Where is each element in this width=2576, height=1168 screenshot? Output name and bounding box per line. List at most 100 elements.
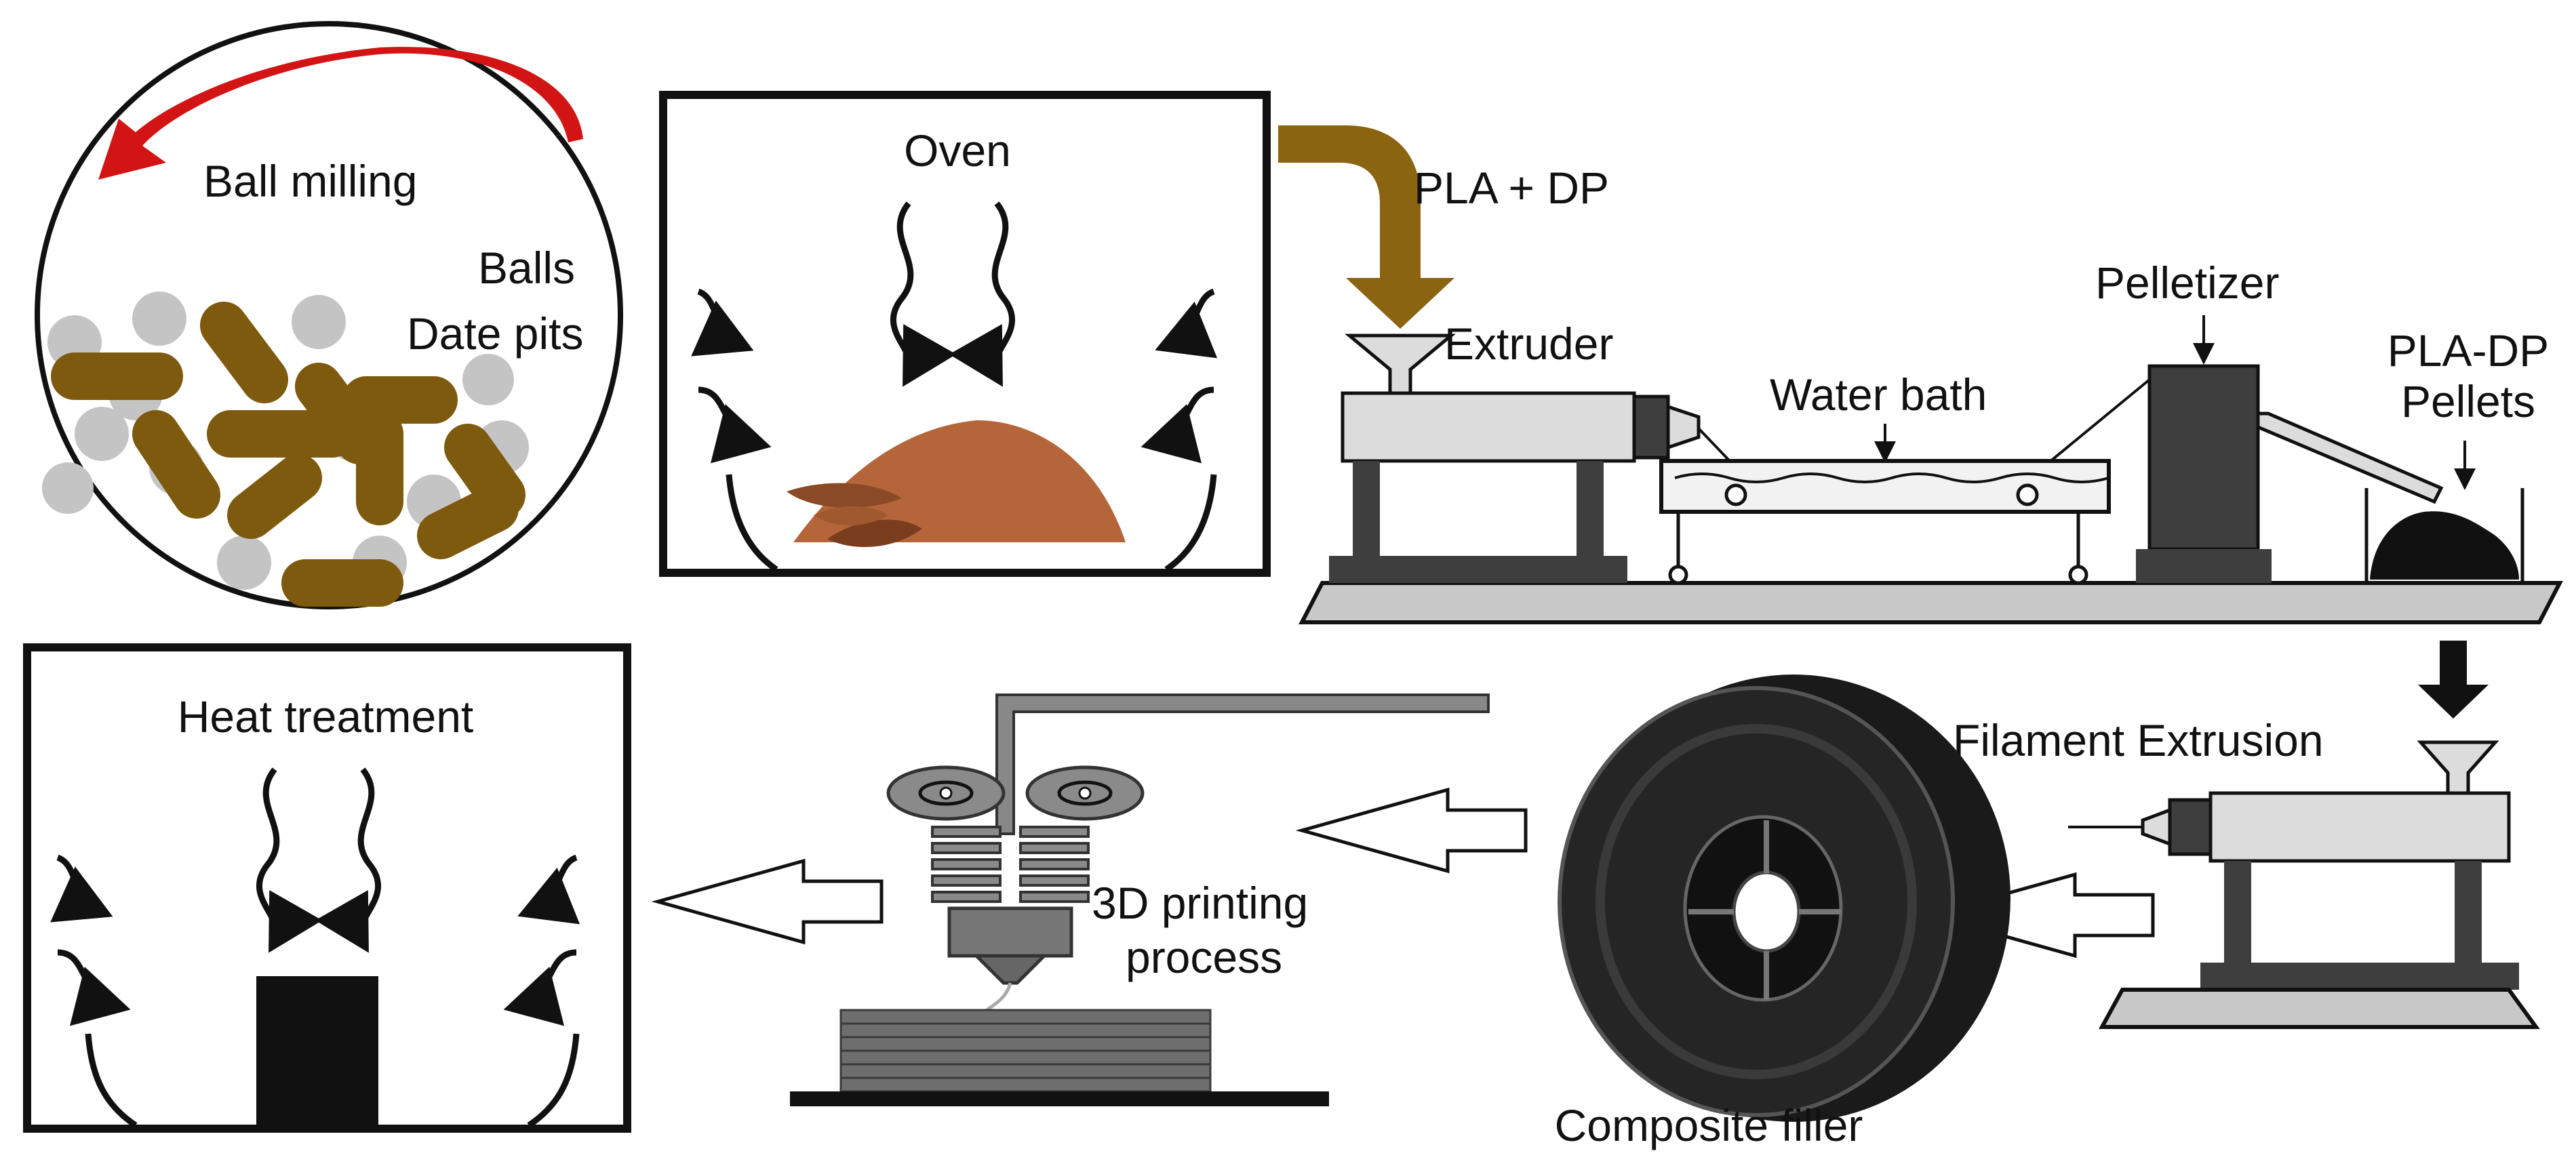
printed-layer bbox=[839, 1036, 1212, 1052]
heat-wave bbox=[949, 201, 1016, 387]
feed-arrow bbox=[1278, 125, 1454, 329]
extruder-die bbox=[1666, 404, 1701, 450]
water-bath-label: Water bath bbox=[1770, 369, 1987, 420]
bath-wheel bbox=[2068, 565, 2088, 585]
machine-base bbox=[1299, 581, 2563, 624]
date-pit bbox=[295, 363, 383, 464]
pellet-chute bbox=[2256, 411, 2444, 504]
date-pit bbox=[227, 454, 322, 539]
printing-label-line1: 3D printing bbox=[1092, 878, 1308, 928]
filament-barrel bbox=[2208, 791, 2511, 863]
extruded-strand bbox=[985, 982, 1012, 1012]
extrusion-line: Extruder Water bath Pelletizer bbox=[1299, 258, 2563, 624]
printed-layer bbox=[839, 1022, 1212, 1039]
printed-layer bbox=[839, 1063, 1212, 1079]
heat-sink-fin bbox=[931, 891, 1002, 903]
heat-wave bbox=[698, 386, 772, 464]
heat-wave bbox=[1141, 386, 1214, 464]
pelletizer bbox=[2136, 315, 2444, 583]
ball bbox=[217, 536, 271, 590]
pelletizer-body bbox=[2147, 364, 2260, 551]
3d-printer bbox=[790, 693, 1490, 1106]
print-bed bbox=[790, 1091, 1329, 1106]
water-surface bbox=[1674, 472, 2109, 483]
date-pit bbox=[200, 302, 288, 403]
ball bbox=[462, 354, 514, 405]
heat-treatment-panel: Heat treatment bbox=[23, 643, 631, 1133]
filament-base bbox=[2098, 988, 2540, 1029]
date-pit bbox=[417, 485, 519, 559]
nozzle bbox=[972, 954, 1049, 985]
extruder-hopper bbox=[1345, 334, 1456, 395]
filament-leg bbox=[2224, 861, 2251, 963]
date-pit bbox=[132, 410, 220, 519]
pellets-label-line1: PLA-DP bbox=[2387, 325, 2549, 376]
heat-wave bbox=[890, 201, 957, 387]
balls-label: Balls bbox=[478, 243, 575, 293]
water-bath-tank bbox=[1659, 459, 2111, 514]
pelletizer-label: Pelletizer bbox=[2095, 258, 2279, 308]
pellet-heap bbox=[2370, 511, 2519, 580]
printed-sample bbox=[256, 976, 378, 1127]
extruder bbox=[1329, 334, 1701, 583]
heat-sink-fin bbox=[931, 842, 1002, 854]
extruder-leg bbox=[1353, 461, 1380, 556]
printed-layer bbox=[839, 1076, 1212, 1093]
seed-piece bbox=[814, 506, 888, 525]
filament-extruder: Filament Extrusion bbox=[1953, 715, 2540, 1029]
ball bbox=[42, 462, 94, 514]
heat-sink-fin bbox=[931, 874, 1002, 887]
seed-piece bbox=[787, 483, 902, 508]
heat-sink-fin bbox=[931, 858, 1002, 870]
oven-panel: Oven bbox=[659, 91, 1271, 577]
gear-rotation-arrow bbox=[1057, 780, 1113, 806]
filament-leg bbox=[2455, 861, 2482, 963]
date-pit-powder bbox=[787, 420, 1126, 547]
heat-wave bbox=[503, 949, 577, 1026]
pellet-container bbox=[2364, 441, 2524, 585]
date-pits-label: Date pits bbox=[407, 308, 583, 359]
gear-rotation-arrow bbox=[918, 780, 974, 806]
ball-milling-panel: Ball milling Balls Date pits bbox=[35, 21, 623, 609]
hollow-arrow-to-printer bbox=[1295, 787, 1528, 874]
pellet-bin bbox=[2364, 488, 2524, 585]
ball bbox=[292, 295, 346, 349]
heat-sink-fin bbox=[1019, 874, 1090, 887]
oven-label: Oven bbox=[904, 125, 1011, 176]
heat-sink-fin bbox=[1019, 826, 1090, 838]
seed-piece bbox=[827, 519, 922, 547]
gear-axle bbox=[1078, 786, 1092, 800]
date-pits bbox=[51, 302, 526, 607]
heat-sink-fin bbox=[1019, 842, 1090, 854]
heat-wall-left bbox=[85, 1033, 138, 1128]
water-bath bbox=[1659, 378, 2151, 585]
feed-gears bbox=[886, 765, 1145, 821]
composite-filler-spool bbox=[1558, 674, 2010, 1122]
bath-roller bbox=[1724, 483, 1747, 506]
filament-hopper bbox=[2417, 740, 2499, 795]
ball-milling-label: Ball milling bbox=[203, 156, 417, 206]
heat-sink-fin bbox=[1019, 858, 1090, 870]
heat-treatment-label: Heat treatment bbox=[178, 691, 474, 742]
heat-wave bbox=[50, 854, 113, 923]
filament-die bbox=[2141, 807, 2172, 847]
spool-winding bbox=[1596, 724, 1917, 1079]
ball bbox=[132, 291, 186, 346]
printed-part bbox=[839, 1009, 1212, 1093]
spool-core bbox=[1732, 870, 1801, 953]
filament-extrusion-label: Filament Extrusion bbox=[1953, 715, 2324, 765]
heat-sink bbox=[931, 826, 1090, 903]
printer-filament-tube bbox=[995, 693, 1490, 835]
extruder-leg bbox=[1577, 461, 1604, 556]
oven-heat-waves bbox=[691, 201, 1218, 464]
bath-roller bbox=[2016, 483, 2039, 506]
ball bbox=[75, 407, 129, 461]
printed-layer bbox=[839, 1009, 1212, 1025]
heat-wave bbox=[517, 854, 580, 925]
pelletizer-foot bbox=[2136, 549, 2272, 583]
filament-foot bbox=[2200, 963, 2519, 990]
heat-wave bbox=[57, 949, 131, 1026]
filament-head bbox=[2168, 798, 2213, 856]
printing-label-line2: process bbox=[1126, 932, 1282, 982]
